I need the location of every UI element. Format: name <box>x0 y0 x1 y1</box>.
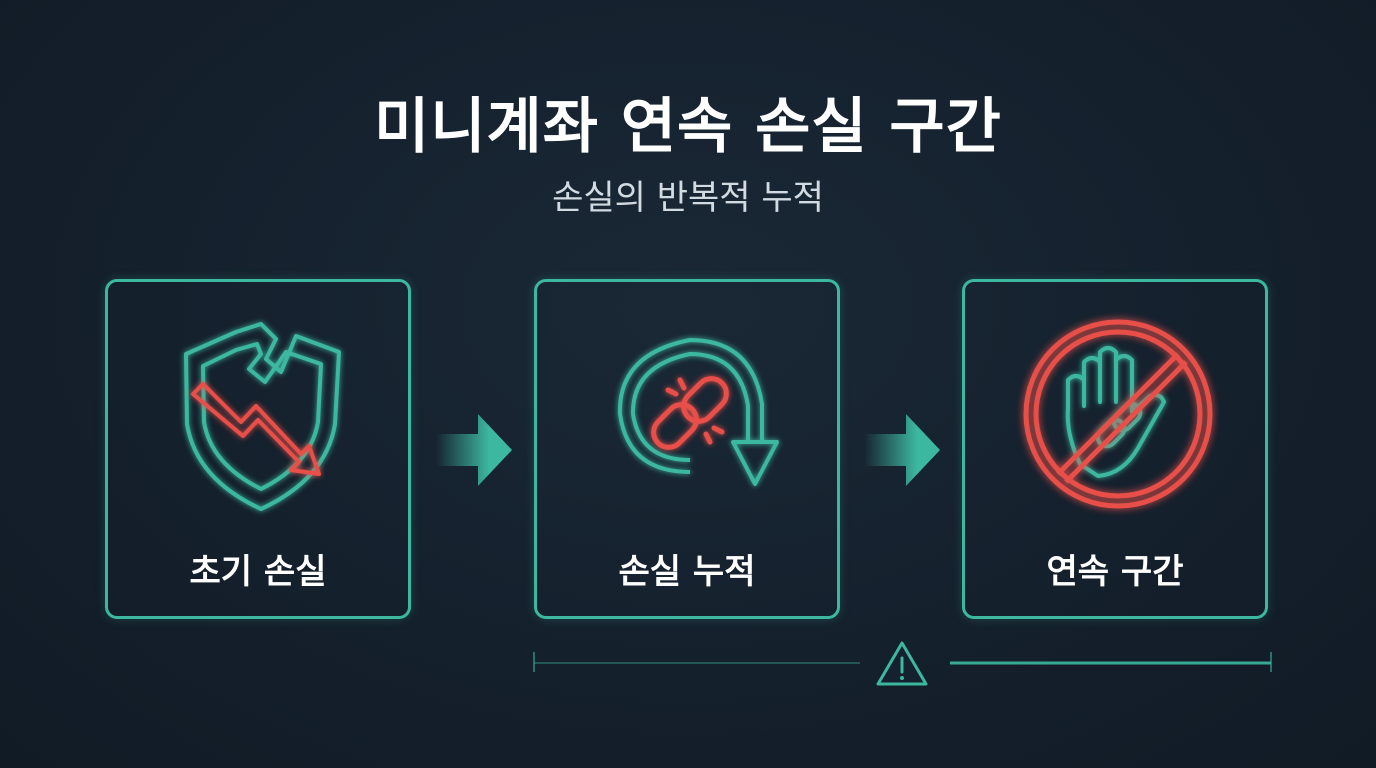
timeline-bracket <box>533 641 1272 686</box>
step-label: 초기 손실 <box>189 552 327 592</box>
step-card-consecutive-period: 연속 구간 <box>962 279 1268 619</box>
step-label: 손실 누적 <box>618 552 756 592</box>
broken-shield-down-arrow-icon <box>184 322 341 511</box>
step-card-loss-accumulation: 손실 누적 <box>534 279 840 619</box>
broken-chain-loop-arrow-icon <box>617 338 779 486</box>
step-label: 연속 구간 <box>1046 552 1184 592</box>
step-card-initial-loss: 초기 손실 <box>105 279 411 619</box>
warning-icon <box>876 641 928 686</box>
prohibited-hand-chain-icon <box>1023 319 1213 509</box>
page-title: 미니계좌 연속 손실 구간 <box>374 92 1002 162</box>
arrow-right-icon <box>436 414 512 486</box>
arrow-right-icon <box>864 414 940 486</box>
page-subtitle: 손실의 반복적 누적 <box>552 178 824 218</box>
